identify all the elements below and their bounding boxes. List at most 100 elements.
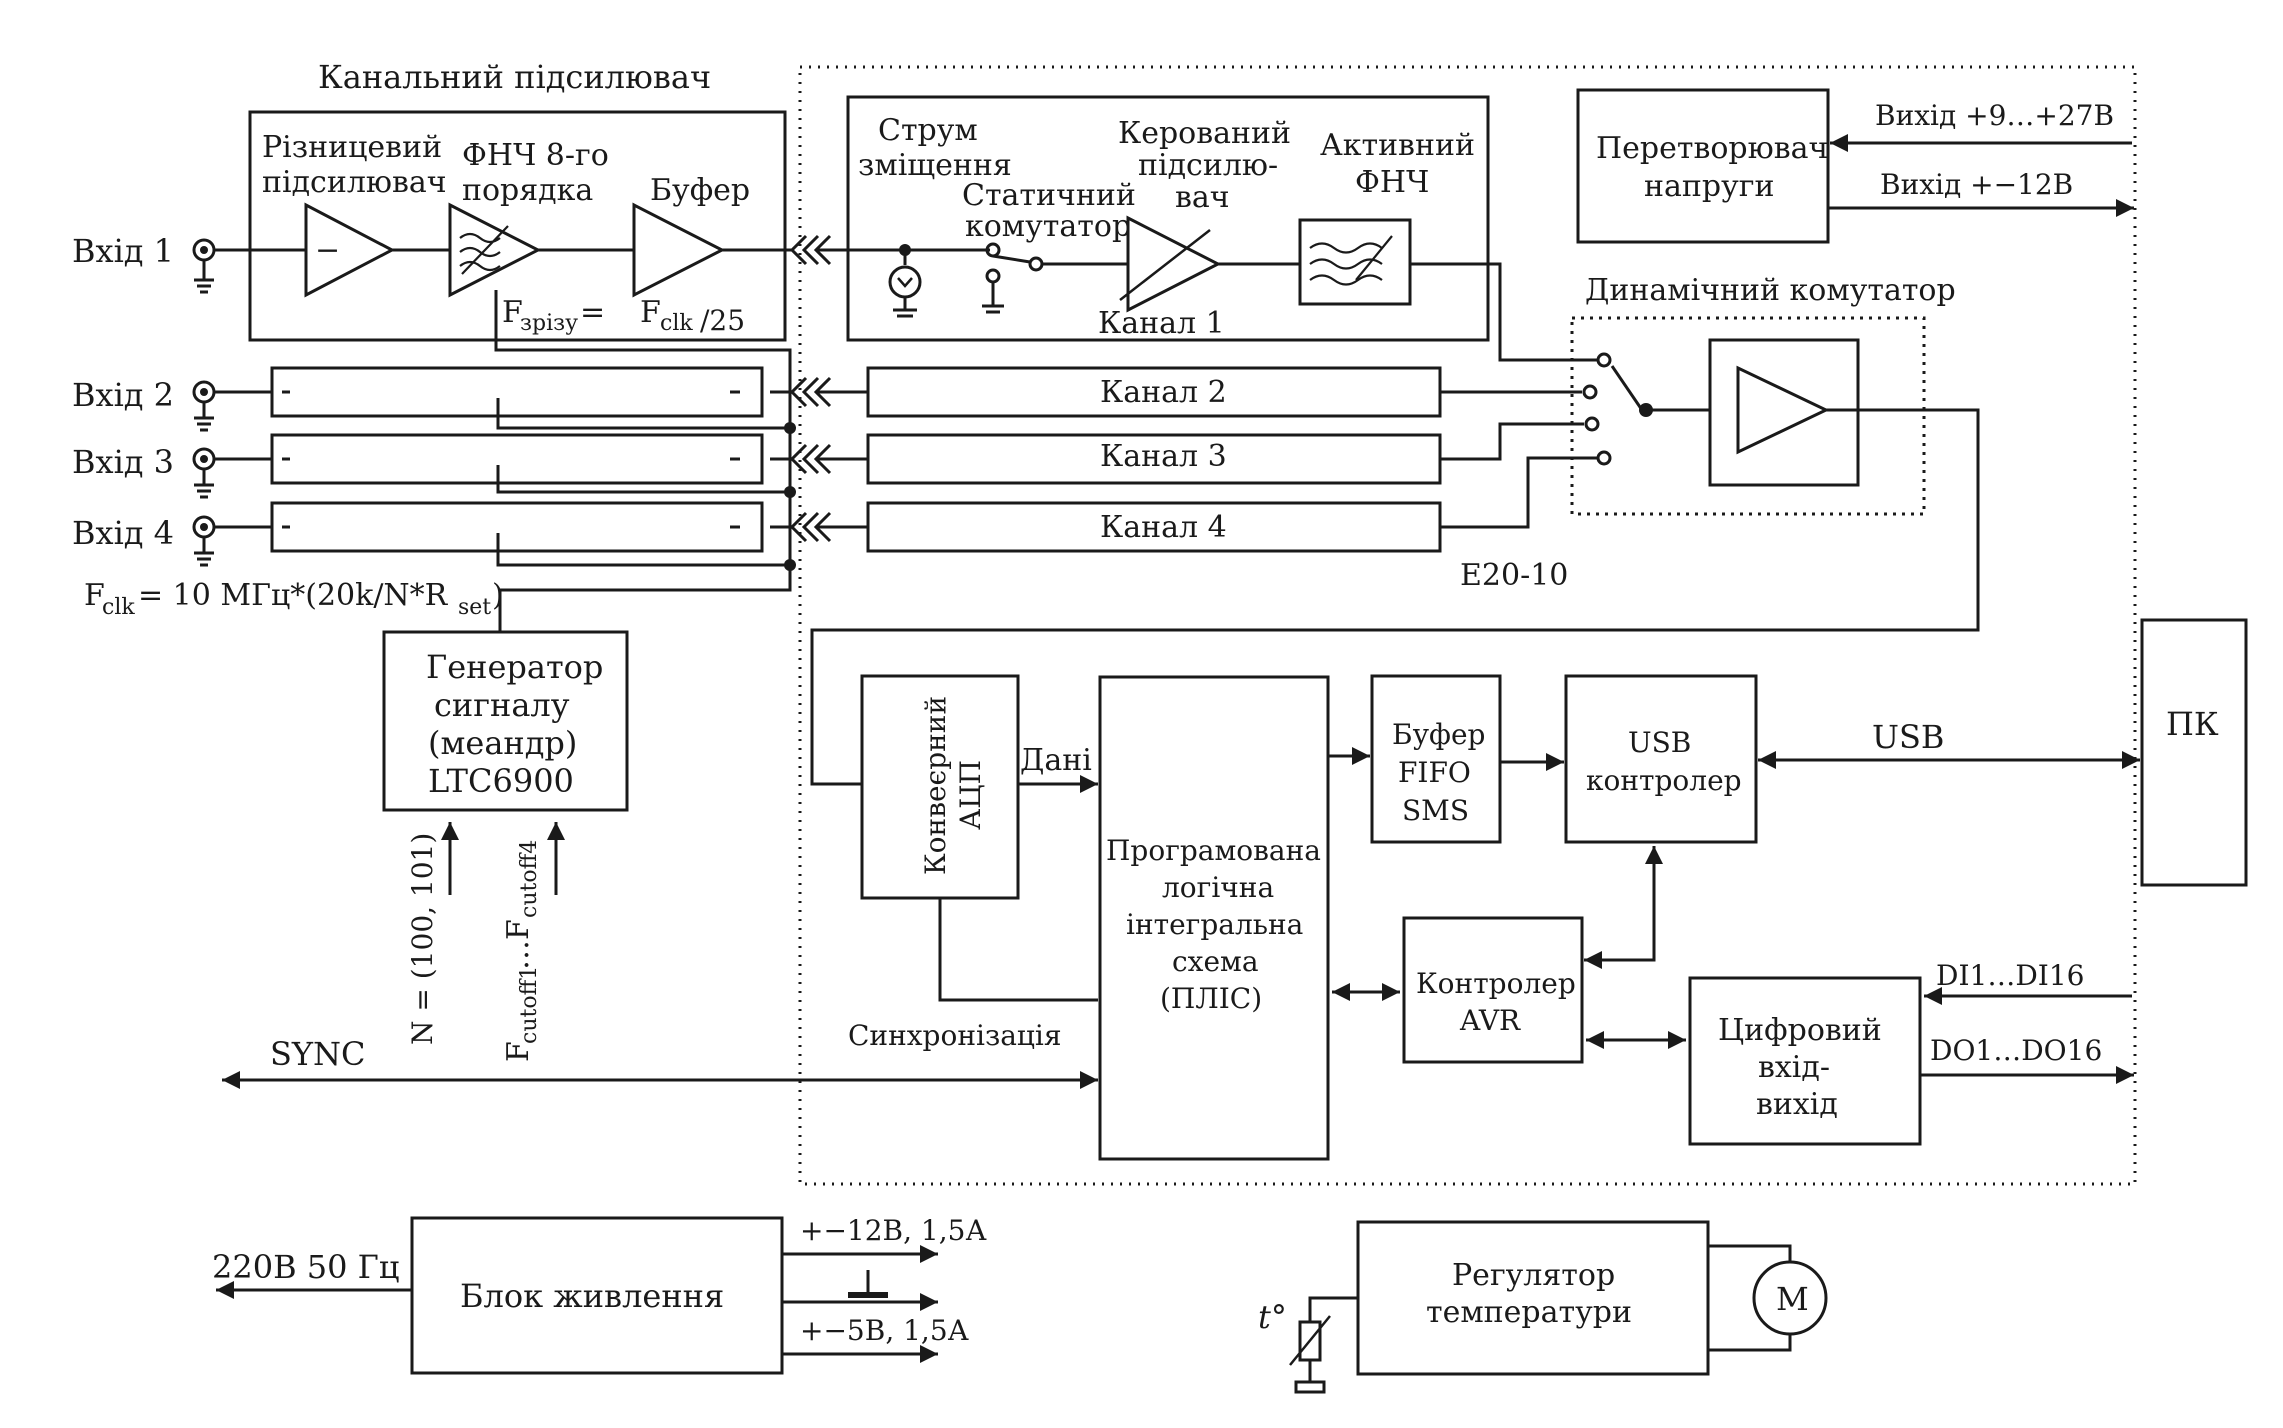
output-amp-triangle-icon	[1736, 365, 1830, 455]
input2-row: Вхід 2	[72, 366, 790, 432]
converter-label-1: Перетворювач	[1596, 131, 1828, 166]
data-label: Дані	[1020, 743, 1092, 778]
fpga-label-2: логічна	[1162, 871, 1274, 904]
do-label: DO1…DO16	[1930, 1034, 2102, 1067]
active-lpf-icon	[1298, 218, 1412, 306]
fcutoff-label: F cutoff1 …F cutoff4	[501, 840, 542, 1062]
generator-label-2: сигналу	[434, 686, 570, 724]
svg-text:clk: clk	[102, 595, 135, 620]
converter-label-2: напруги	[1644, 169, 1774, 204]
temp-t-label: t°	[1258, 1298, 1287, 1336]
buffer-triangle-icon	[632, 202, 726, 298]
dyn-switch-icon	[1582, 352, 1653, 466]
buffer-label: Буфер	[650, 173, 750, 208]
bias-current-source-icon	[888, 244, 922, 318]
svg-text:): )	[492, 578, 504, 613]
pc-box	[2140, 618, 2248, 887]
fpga-label-4: схема	[1172, 945, 1259, 978]
svg-text:зрізу: зрізу	[520, 311, 578, 336]
channel1-label: Канал 1	[1098, 306, 1225, 341]
ground-icon	[848, 1270, 888, 1298]
input1-connector-icon	[192, 238, 216, 294]
connector-chevron-icon-4	[770, 511, 868, 543]
input4-row: Вхід 4	[72, 501, 790, 567]
dio-label-3: вихід	[1756, 1087, 1838, 1122]
bias-label-2: зміщення	[858, 148, 1012, 183]
static-switch-label-2: комутатор	[965, 209, 1131, 244]
psu-out2-label: +−5В, 1,5А	[800, 1314, 969, 1347]
out-12-label: Вихід +−12В	[1880, 168, 2073, 201]
generator-label-4: LTC6900	[428, 762, 574, 800]
generator-box	[382, 630, 629, 812]
channel4-label: Канал 4	[1100, 510, 1227, 545]
fcut-formula: F зрізу = F clk /25	[502, 295, 745, 337]
svg-text:F: F	[640, 295, 661, 330]
diff-amp-label-1: Різницевий	[262, 130, 442, 165]
bias-label-1: Струм	[878, 113, 978, 148]
svg-text:F: F	[501, 1041, 536, 1062]
svg-text:Вхід 4: Вхід 4	[72, 514, 174, 552]
e2010-label: E20-10	[1460, 558, 1568, 593]
static-switch-label-1: Статичний	[962, 178, 1136, 213]
dio-label-1: Цифровий	[1718, 1013, 1882, 1048]
ctrl-amp-triangle-icon	[1119, 215, 1222, 313]
svg-text:…F: …F	[501, 919, 536, 970]
fifo-label-2: FIFO	[1398, 756, 1471, 789]
fifo-label-3: SMS	[1402, 794, 1469, 827]
channel2-box	[866, 366, 1442, 418]
fpga-box	[1098, 675, 1330, 1161]
avr-label-1: Контролер	[1416, 967, 1576, 1000]
psu-box	[410, 1216, 784, 1375]
temp-regulator-label-2: температури	[1426, 1295, 1632, 1330]
svg-text:−: −	[315, 233, 340, 268]
diff-amp-triangle-icon: −	[304, 202, 396, 298]
dyn-switch-boundary	[1570, 316, 1926, 516]
channel2-label: Канал 2	[1100, 375, 1227, 410]
lpf8-filter-icon	[448, 202, 542, 298]
fifo-label-1: Буфер	[1392, 718, 1485, 751]
svg-text:= 10 МГц*(20k/N*R: = 10 МГц*(20k/N*R	[138, 578, 449, 613]
usb-controller-label-2: контролер	[1586, 764, 1742, 797]
fifo-box	[1370, 674, 1502, 844]
adc-label-2: АЦП	[954, 760, 987, 830]
svg-text:cutoff1: cutoff1	[517, 966, 542, 1044]
dio-box	[1688, 976, 1922, 1146]
svg-text:F: F	[84, 578, 105, 613]
static-switch-icon	[982, 242, 1044, 314]
fpga-label-1: Програмована	[1106, 834, 1321, 867]
ctrl-amp-label-1: Керований	[1118, 116, 1291, 151]
input3-row: Вхід 3	[72, 433, 790, 499]
thermistor-icon	[1289, 1296, 1358, 1394]
active-lpf-label-1: Активний	[1320, 128, 1475, 163]
sync-label: SYNC	[270, 1035, 366, 1073]
channel3-box	[866, 433, 1442, 485]
generator-label-1: Генератор	[426, 648, 603, 686]
dio-label-2: вхід-	[1758, 1050, 1830, 1085]
generator-label-3: (меандр)	[428, 724, 577, 762]
psu-label: Блок живлення	[460, 1277, 724, 1315]
fpga-label-3: інтегральна	[1126, 908, 1303, 941]
mains-label: 220В 50 Гц	[212, 1248, 399, 1286]
pc-label: ПК	[2166, 705, 2219, 743]
temp-regulator-box	[1356, 1220, 1710, 1376]
adc-box	[860, 674, 1020, 900]
svg-text:M: M	[1776, 1280, 1809, 1318]
lpf8-label-1: ФНЧ 8-го	[462, 138, 609, 173]
sync-ua-label: Синхронізація	[848, 1019, 1062, 1052]
active-lpf-label-2: ФНЧ	[1355, 165, 1429, 200]
diff-amp-label-2: підсилювач	[262, 165, 447, 200]
usb-controller-box	[1564, 674, 1758, 844]
channel-amp-title: Канальний підсилювач	[318, 58, 711, 96]
psu-out1-label: +−12В, 1,5А	[800, 1214, 987, 1247]
n-label: N = (100, 101)	[406, 833, 439, 1045]
svg-text:/25: /25	[700, 304, 745, 337]
input1-label: Вхід 1	[72, 232, 174, 270]
avr-box	[1402, 916, 1584, 1064]
lpf8-label-2: порядка	[462, 173, 593, 208]
usb-label: USB	[1872, 718, 1944, 756]
ctrl-amp-label-2: підсилю-	[1138, 148, 1278, 183]
out-927-label: Вихід +9…+27В	[1875, 99, 2114, 132]
motor-icon: M	[1708, 1244, 1828, 1352]
svg-text:set: set	[458, 595, 491, 620]
